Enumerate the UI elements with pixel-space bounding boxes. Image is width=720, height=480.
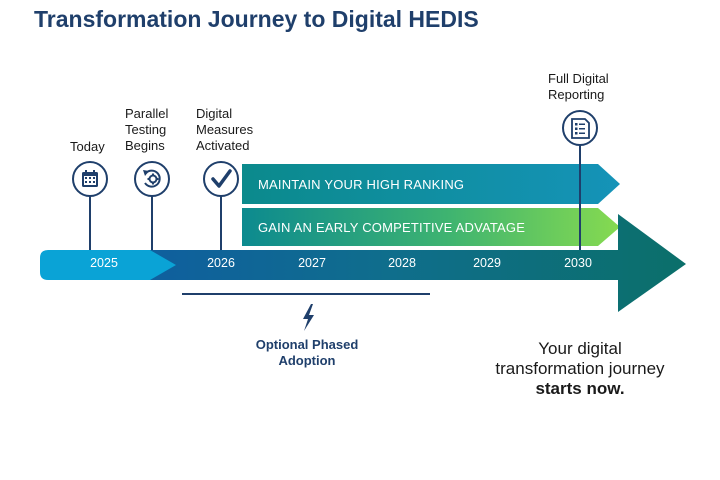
year-label: 2028: [388, 256, 416, 270]
milestone-circle-digital: [203, 161, 239, 197]
milestone-label-parallel-testing: Parallel Testing Begins: [125, 106, 169, 153]
year-label: 2027: [298, 256, 326, 270]
timeline-start-segment: [40, 250, 176, 280]
year-label: 2026: [207, 256, 235, 270]
optional-phased-adoption-label: Optional Phased Adoption: [255, 337, 359, 368]
maintain-banner-text: MAINTAIN YOUR HIGH RANKING: [258, 177, 465, 192]
tagline: Your digital transformation journey star…: [495, 339, 665, 398]
gain-banner-text: GAIN AN EARLY COMPETITIVE ADVATAGE: [258, 220, 526, 235]
gain-banner: [242, 208, 620, 246]
report-document-icon: [571, 118, 590, 139]
lightning-bolt-icon: [303, 304, 314, 331]
calendar-icon: [82, 170, 98, 187]
year-label: 2029: [473, 256, 501, 270]
milestone-circle-parallel: [134, 161, 170, 197]
maintain-banner: [242, 164, 620, 204]
milestone-label-digital-measures: Digital Measures Activated: [196, 106, 254, 153]
page-title: Transformation Journey to Digital HEDIS: [34, 6, 479, 32]
timeline-arrow: [150, 214, 686, 312]
year-label: 2030: [564, 256, 592, 270]
milestone-label-today: Today: [70, 139, 105, 154]
year-label: 2025: [90, 256, 118, 270]
cycle-gear-icon: [143, 169, 161, 188]
checkmark-icon: [211, 169, 232, 188]
milestone-label-full-digital: Full Digital Reporting: [548, 71, 609, 102]
